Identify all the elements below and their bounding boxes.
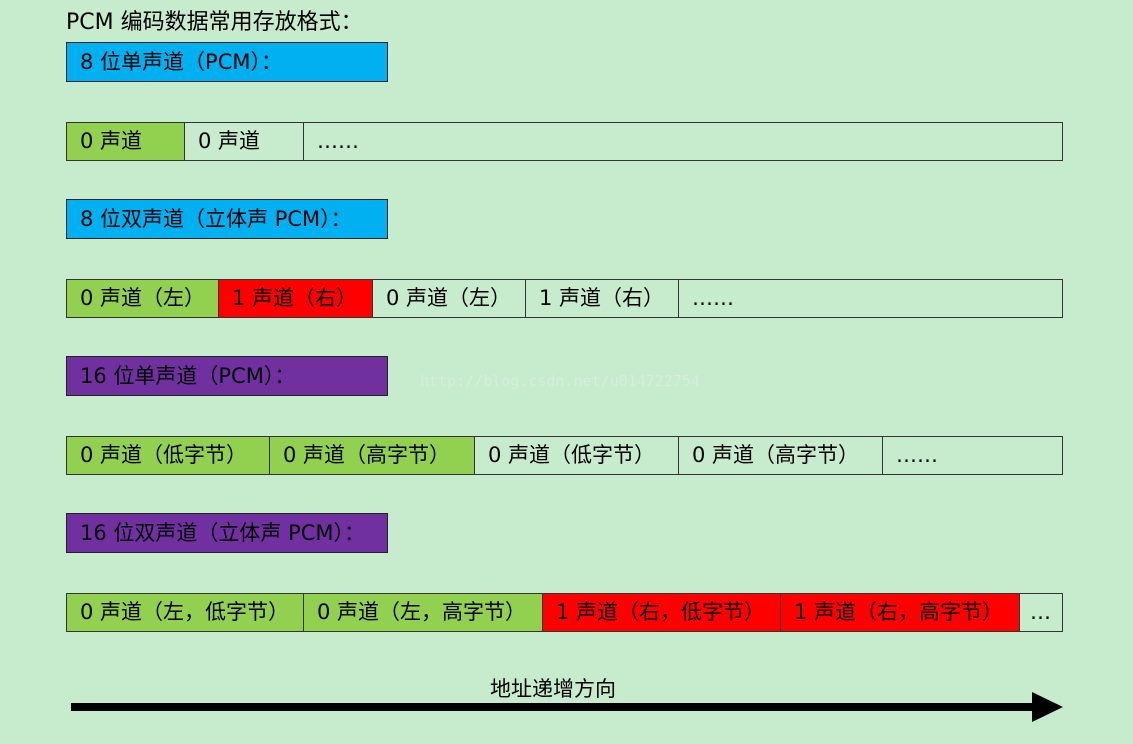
section-label-text: 16 位双声道（立体声 PCM）： [80,521,366,545]
byte-cell: 1 声道（右，低字节） [543,594,781,631]
byte-cell: 0 声道（低字节） [475,437,679,474]
byte-cell: 1 声道（右，高字节） [781,594,1020,631]
arrow-head-icon [1032,692,1063,722]
diagram-title: PCM 编码数据常用存放格式： [66,10,363,35]
byte-cell: 1 声道（右） [219,280,373,317]
address-direction-label: 地址递增方向 [490,677,616,701]
address-direction-arrow [71,692,1063,722]
section-label-text: 16 位单声道（PCM）： [80,364,296,388]
byte-row-8bit-stereo: 0 声道（左） 1 声道（右） 0 声道（左） 1 声道（右） …… [66,279,1063,318]
byte-cell: 0 声道（左） [67,280,219,317]
byte-cell: … [1020,594,1062,631]
byte-cell: 0 声道（高字节） [679,437,883,474]
byte-row-16bit-mono: 0 声道（低字节） 0 声道（高字节） 0 声道（低字节） 0 声道（高字节） … [66,436,1063,475]
section-label-text: 8 位单声道（PCM）： [80,50,282,74]
byte-cell: …… [883,437,1062,474]
section-label-16bit-stereo: 16 位双声道（立体声 PCM）： [66,513,388,553]
byte-cell: 1 声道（右） [526,280,679,317]
byte-cell: 0 声道 [185,123,304,160]
byte-cell: 0 声道（高字节） [270,437,475,474]
byte-cell: …… [679,280,1062,317]
byte-row-16bit-stereo: 0 声道（左，低字节） 0 声道（左，高字节） 1 声道（右，低字节） 1 声道… [66,593,1063,632]
arrow-shaft [71,703,1039,711]
section-label-8bit-stereo: 8 位双声道（立体声 PCM）： [66,199,388,239]
byte-cell: 0 声道（左，低字节） [67,594,304,631]
byte-cell: 0 声道（左，高字节） [304,594,543,631]
byte-cell: …… [304,123,1062,160]
watermark-text: http://blog.csdn.net/u014722754 [420,372,700,390]
byte-cell: 0 声道（左） [373,280,526,317]
byte-cell: 0 声道（低字节） [67,437,270,474]
byte-row-8bit-mono: 0 声道 0 声道 …… [66,122,1063,161]
byte-cell: 0 声道 [67,123,185,160]
section-label-8bit-mono: 8 位单声道（PCM）： [66,42,388,82]
section-label-16bit-mono: 16 位单声道（PCM）： [66,356,388,396]
section-label-text: 8 位双声道（立体声 PCM）： [80,207,352,231]
